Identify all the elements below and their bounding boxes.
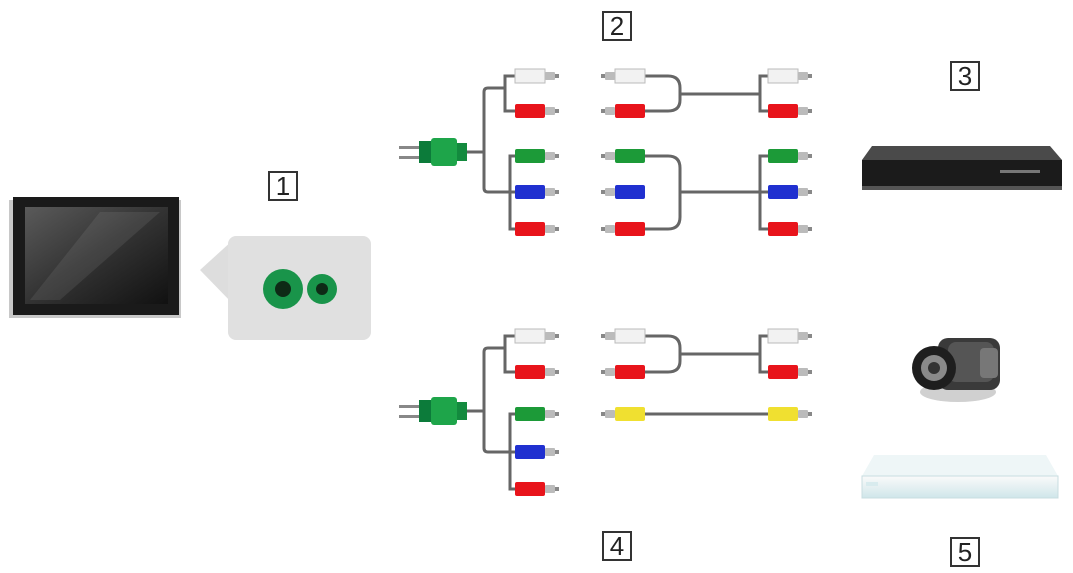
plug-cable-top-red (601, 104, 645, 118)
plug-adapter-bottom-white (514, 328, 559, 344)
plug-adapter-top-green (515, 149, 559, 163)
plug-adapter-top-white (514, 68, 559, 84)
set-top-box-icon (861, 455, 1059, 499)
callout-number-1: 1 (268, 171, 298, 201)
plug-adapter-top-red-2 (515, 222, 559, 236)
plugs (514, 68, 812, 496)
recorder-device-icon (862, 146, 1062, 190)
camcorder-icon (912, 338, 1000, 402)
callout-number-5: 5 (950, 537, 980, 567)
plug-cable-bottom-yellow (601, 407, 645, 421)
plug-device-top-blue (768, 185, 812, 199)
callout-number-4: 4 (602, 531, 632, 561)
plug-cable-bottom-white (601, 328, 646, 344)
plug-device-top-green (768, 149, 812, 163)
plug-cable-top-white (601, 68, 646, 84)
plug-cable-bottom-red (601, 365, 645, 379)
plug-device-top-red-2 (768, 222, 812, 236)
callout-number-3: 3 (950, 61, 980, 91)
plug-device-bottom-red (768, 365, 812, 379)
plug-adapter-top-red (515, 104, 559, 118)
plug-device-top-white (767, 68, 812, 84)
plug-adapter-bottom-green (515, 407, 559, 421)
av-terminal-callout (200, 236, 371, 340)
plug-device-top-red (768, 104, 812, 118)
tv-icon (9, 197, 181, 318)
plug-cable-top-green (601, 149, 645, 163)
plug-cable-top-blue (601, 185, 645, 199)
plug-cable-top-red-2 (601, 222, 645, 236)
plug-device-bottom-yellow (768, 407, 812, 421)
av-adapter-plug-top (399, 138, 467, 166)
callout-number-2: 2 (602, 11, 632, 41)
plug-adapter-top-blue (515, 185, 559, 199)
plug-adapter-bottom-red (515, 365, 559, 379)
plug-adapter-bottom-blue (515, 445, 559, 459)
plug-device-bottom-white (767, 328, 812, 344)
cables (467, 74, 768, 491)
plug-adapter-bottom-red-2 (515, 482, 559, 496)
av-adapter-plug-bottom (399, 397, 467, 425)
